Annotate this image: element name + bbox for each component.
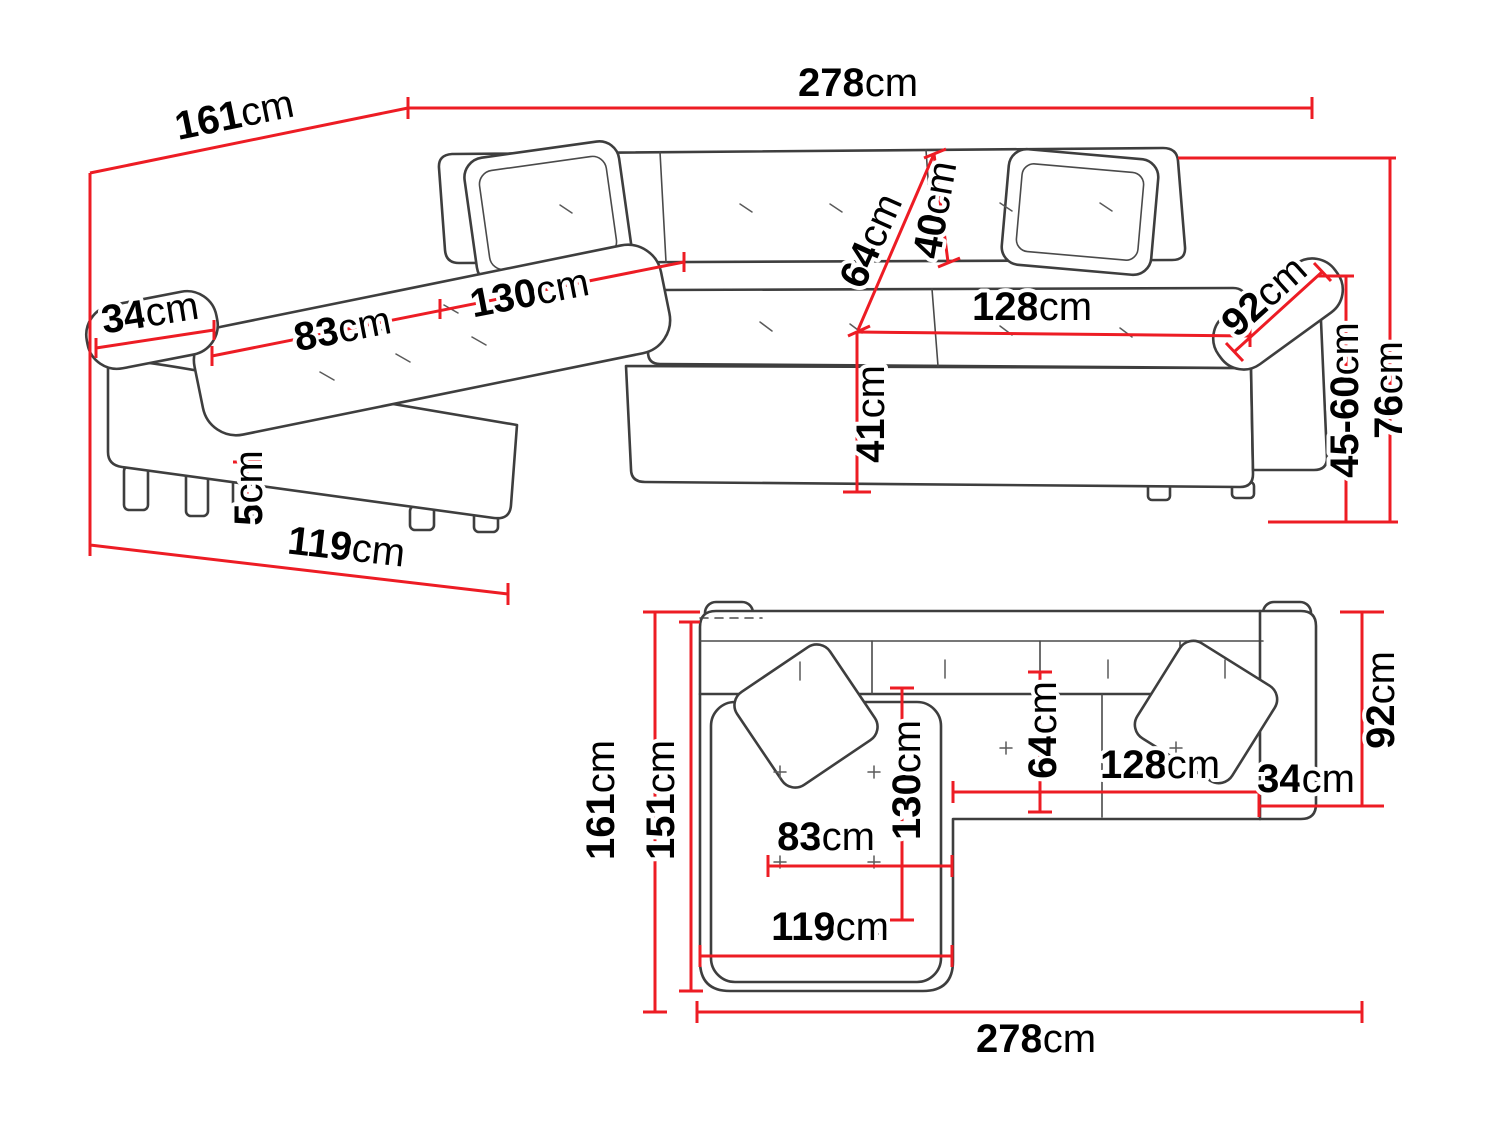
label-chaise-length-plan: 130cm bbox=[885, 720, 929, 840]
chaise-cushion bbox=[192, 243, 672, 437]
dim-unit: cm bbox=[639, 740, 683, 793]
armrest-left-pad bbox=[84, 289, 220, 371]
label-seat-width: 128cm bbox=[972, 285, 1092, 329]
dim-value: 40 bbox=[905, 210, 956, 261]
label-total-depth: 161cm bbox=[171, 82, 297, 149]
dim-unit: cm bbox=[227, 450, 271, 503]
dim-value: 161 bbox=[171, 92, 245, 148]
dim-unit: cm bbox=[142, 284, 202, 336]
perspective-view: 278cm 161cm 34cm 83cm 130cm 64cm 40cm 12… bbox=[84, 57, 1415, 605]
right-base bbox=[624, 364, 1255, 489]
dimension-lines-plan bbox=[643, 610, 1384, 1023]
dimension-labels-plan: 161cm 151cm 130cm 64cm 128cm 34cm 83cm 1… bbox=[575, 647, 1407, 1065]
dim-unit: cm bbox=[1039, 285, 1092, 329]
dim-line-total-depth bbox=[89, 106, 409, 175]
dim-line-total-height bbox=[1178, 156, 1398, 524]
dim-value: 128 bbox=[972, 285, 1039, 329]
dim-line-chaise-width-plan bbox=[766, 855, 954, 877]
dim-line-chaise-front-plan bbox=[698, 945, 954, 967]
dim-value: 130 bbox=[885, 773, 929, 840]
label-chaise-front-plan: 119cm bbox=[771, 905, 889, 949]
sofa-drawing-perspective bbox=[84, 140, 1345, 534]
label-chaise-seat-width: 83cm bbox=[290, 298, 394, 360]
dim-value: 151 bbox=[639, 793, 683, 860]
dim-line-chaise-front bbox=[88, 534, 510, 605]
dim-unit: cm bbox=[1367, 341, 1411, 394]
dim-line-seat-depth-plan bbox=[1028, 670, 1052, 814]
label-seat-height: 41cm bbox=[849, 365, 893, 463]
label-inner-depth: 151cm bbox=[639, 740, 683, 860]
dim-line-chaise-width-length bbox=[210, 252, 686, 366]
dim-value: 119 bbox=[285, 519, 354, 570]
dim-line-backrest-height bbox=[932, 153, 961, 269]
dim-value: 119 bbox=[771, 905, 836, 949]
seat-seam-right bbox=[931, 288, 939, 367]
dim-value: 64 bbox=[1021, 734, 1065, 779]
dim-unit: cm bbox=[1359, 651, 1403, 704]
dim-value: 278 bbox=[976, 1017, 1043, 1061]
dim-value: 34 bbox=[1257, 757, 1302, 801]
dim-unit: cm bbox=[579, 740, 623, 793]
dim-unit: cm bbox=[1323, 322, 1367, 375]
dim-unit: cm bbox=[885, 720, 929, 773]
plan-view: 161cm 151cm 130cm 64cm 128cm 34cm 83cm 1… bbox=[575, 600, 1407, 1065]
dim-value: 5 bbox=[227, 504, 271, 526]
dim-value: 41 bbox=[849, 418, 893, 463]
sofa-drawing-plan bbox=[698, 600, 1318, 993]
pillow-right bbox=[1000, 147, 1160, 277]
dim-unit: cm bbox=[350, 526, 408, 576]
label-total-height: 76cm bbox=[1367, 341, 1411, 439]
dim-unit: cm bbox=[836, 905, 889, 949]
dim-line-total-width-plan bbox=[695, 1001, 1364, 1023]
label-total-width: 278cm bbox=[798, 61, 918, 105]
dim-unit: cm bbox=[532, 260, 593, 313]
dim-value: 92 bbox=[1359, 704, 1403, 749]
dim-unit: cm bbox=[913, 158, 966, 218]
dim-value: 161 bbox=[579, 793, 623, 860]
dim-unit: cm bbox=[1302, 757, 1355, 801]
dim-unit: cm bbox=[849, 365, 893, 418]
dim-unit: cm bbox=[1021, 681, 1065, 734]
label-seat-depth-plan: 64cm bbox=[1021, 681, 1065, 779]
armrest-right-panel bbox=[1249, 296, 1329, 472]
dim-line-chaise-length-plan bbox=[890, 686, 914, 922]
label-seat-width-plan: 128cm bbox=[1100, 743, 1220, 787]
label-armrest-depth-plan: 92cm bbox=[1359, 651, 1403, 749]
dimension-lines-perspective bbox=[88, 97, 1398, 605]
dim-value: 76 bbox=[1367, 394, 1411, 439]
label-armrest-width-plan: 34cm bbox=[1257, 757, 1355, 801]
dim-line-armrest-depth-plan bbox=[1340, 610, 1384, 808]
dim-unit: cm bbox=[237, 82, 298, 136]
dim-value: 83 bbox=[777, 815, 822, 859]
dim-line-armrest-depth bbox=[1224, 261, 1333, 363]
label-armrest-width: 34cm bbox=[98, 284, 202, 343]
pillow-left-plan bbox=[733, 643, 879, 789]
dim-unit: cm bbox=[822, 815, 875, 859]
label-chaise-width-plan: 83cm bbox=[777, 815, 875, 859]
label-backrest-height: 40cm bbox=[905, 158, 965, 262]
label-armrest-height-range: 45-60cm bbox=[1323, 322, 1367, 478]
dim-line-total-depth-plan bbox=[643, 610, 700, 1014]
seat-cushions-right bbox=[644, 286, 1252, 370]
label-total-depth-plan: 161cm bbox=[579, 740, 623, 860]
dim-unit: cm bbox=[1043, 1017, 1096, 1061]
dim-value: 45-60 bbox=[1323, 376, 1367, 478]
dim-unit: cm bbox=[1167, 743, 1220, 787]
dim-line-inner-depth bbox=[679, 620, 703, 993]
tufting-marks-plan bbox=[773, 659, 1226, 941]
dim-line-leg-height bbox=[233, 460, 261, 514]
dim-value: 278 bbox=[798, 61, 865, 105]
label-chaise-front-length: 119cm bbox=[285, 519, 407, 576]
dim-line-armrest-height bbox=[1318, 274, 1354, 522]
dim-line-seat-height bbox=[843, 332, 871, 494]
dim-unit: cm bbox=[865, 61, 918, 105]
dim-value: 128 bbox=[1100, 743, 1167, 787]
label-leg-height: 5cm bbox=[227, 450, 271, 526]
dim-unit: cm bbox=[334, 298, 395, 351]
label-total-width-plan: 278cm bbox=[976, 1017, 1096, 1061]
dim-value: 34 bbox=[98, 292, 150, 343]
dim-line-armrest-width bbox=[94, 320, 216, 358]
